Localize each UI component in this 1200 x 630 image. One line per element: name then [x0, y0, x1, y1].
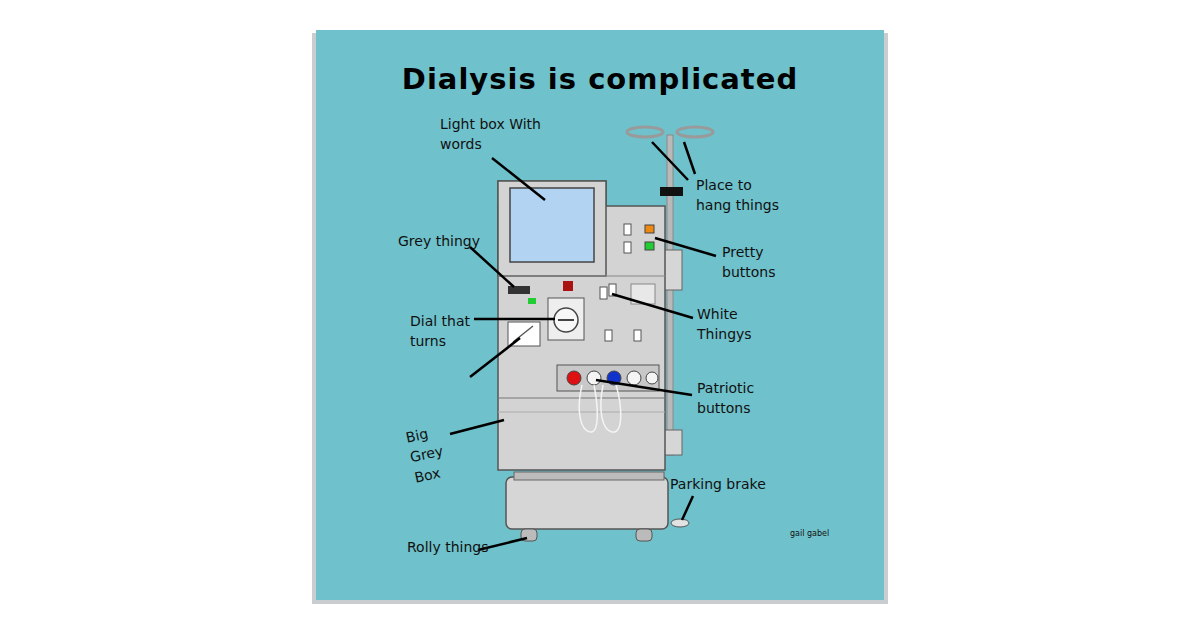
control-panel	[587, 371, 601, 385]
control-panel	[600, 287, 607, 299]
control-panel	[508, 224, 659, 391]
control-panel	[646, 372, 658, 384]
callout-label: Light box With words	[440, 114, 550, 155]
leader-line	[652, 142, 688, 180]
leader-line	[474, 318, 555, 321]
leader-line	[450, 420, 504, 434]
leader-line	[684, 142, 695, 174]
control-panel	[567, 371, 581, 385]
leader-line	[470, 247, 514, 287]
iv-pole	[664, 430, 682, 455]
poster-title: Dialysis is complicated	[316, 62, 884, 96]
control-panel	[627, 371, 641, 385]
control-panel	[508, 286, 530, 294]
machine-body	[498, 181, 606, 276]
machine-body	[510, 188, 594, 262]
control-panel	[605, 330, 612, 341]
leader-line	[596, 380, 692, 395]
control-panel	[624, 242, 631, 253]
callout-label: Dial that turns	[410, 311, 490, 352]
leader-line	[655, 238, 716, 256]
signature: gail gabel	[790, 530, 850, 539]
control-panel	[645, 242, 654, 250]
callout-label: Big Grey Box	[404, 416, 475, 488]
machine-body	[498, 398, 665, 399]
control-panel	[554, 308, 578, 332]
control-panel	[624, 224, 631, 235]
machine-body	[498, 181, 606, 276]
control-panel	[563, 281, 573, 291]
callout-label: Rolly things	[407, 537, 517, 557]
callout-label: Patriotic buttons	[697, 378, 792, 419]
tubing	[579, 385, 597, 432]
iv-pole	[677, 127, 713, 137]
leader-line	[612, 294, 693, 318]
control-panel	[528, 298, 536, 304]
poster-ground	[312, 30, 888, 604]
iv-pole	[627, 127, 663, 137]
leader-line	[492, 158, 545, 200]
machine-body	[498, 412, 665, 413]
cart-base	[514, 472, 664, 480]
callout-label: Parking brake	[670, 474, 790, 494]
iv-pole	[664, 250, 682, 290]
callout-label: White Thingys	[697, 304, 777, 345]
machine-body	[510, 188, 594, 262]
cart-base	[636, 529, 652, 541]
machine-body	[498, 181, 665, 470]
control-panel	[634, 330, 641, 341]
iv-pole	[667, 135, 673, 455]
callout-label: Grey thingy	[398, 231, 518, 251]
cart-base	[671, 519, 689, 527]
callout-label: Place to hang things	[696, 175, 791, 216]
poster-ground	[316, 30, 884, 600]
machine-body	[498, 276, 665, 277]
tubing	[579, 385, 621, 432]
leader-line	[470, 338, 520, 377]
iv-pole	[660, 187, 683, 196]
cart-base	[506, 477, 668, 529]
control-panel	[558, 319, 574, 321]
cart-base	[506, 472, 689, 541]
leader-line	[682, 496, 693, 520]
control-panel	[645, 225, 654, 233]
tubing	[601, 385, 621, 432]
callout-label: Pretty buttons	[722, 242, 797, 283]
